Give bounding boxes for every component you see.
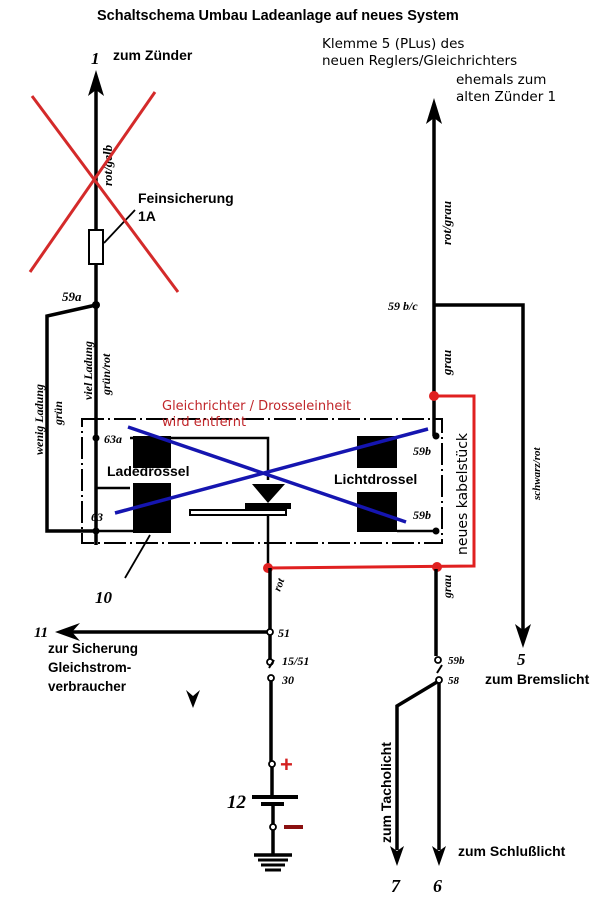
new-cable-junction-top xyxy=(429,391,439,401)
zum-zuender-label: zum Zünder xyxy=(113,47,193,63)
arrow-up-icon xyxy=(88,70,104,96)
regulator-note-line3: ehemals zum xyxy=(456,72,546,88)
battery-plus-terminal xyxy=(268,760,276,768)
terminal-59b-top-label: 59b xyxy=(413,444,431,458)
battery-plus-sign: + xyxy=(280,752,293,777)
tacholicht-label: zum Tacholicht xyxy=(378,742,394,843)
wire-color-grau-lower: grau xyxy=(440,574,454,599)
terminal-58-label: 58 xyxy=(448,675,460,687)
terminal-11-number: 11 xyxy=(34,625,48,641)
viel-ladung-label: viel Ladung xyxy=(81,341,95,400)
rectifier-unit-outline xyxy=(81,418,443,544)
arrow-up-icon xyxy=(426,98,442,124)
wire-choke-to-diode xyxy=(130,436,270,480)
light-choke-upper xyxy=(357,436,397,468)
terminal-59b-lower-dot xyxy=(434,656,442,664)
diode-plate xyxy=(245,503,291,509)
junction-59bc-label: 59 b/c xyxy=(388,299,418,313)
bremslicht-label: zum Bremslicht xyxy=(485,671,590,687)
battery-minus-terminal xyxy=(269,823,277,831)
part-10-number: 10 xyxy=(95,588,113,607)
terminal-30-label: 30 xyxy=(281,673,294,687)
new-cable-wire xyxy=(267,394,476,570)
fuse-leader-line xyxy=(103,209,136,244)
wire-color-grau-upper: grau xyxy=(439,350,454,376)
diagram-title: Schaltschema Umbau Ladeanlage auf neues … xyxy=(97,8,459,24)
blue-cross-stroke-2 xyxy=(114,427,429,515)
wire-to-speedo-light xyxy=(395,680,438,850)
terminal-1-number: 1 xyxy=(91,49,100,68)
wire-color-rot: rot xyxy=(272,576,288,593)
terminal-7-number: 7 xyxy=(391,876,401,896)
rectifier-unit xyxy=(81,418,443,579)
terminal-6-number: 6 xyxy=(433,876,442,896)
branch-label-line1: zur Sicherung xyxy=(48,641,138,656)
removal-note-line2: wird entfernt xyxy=(162,415,246,430)
terminal-63a-label: 63a xyxy=(104,432,122,446)
battery-label: 12 xyxy=(227,792,247,813)
wire-schwarz-rot xyxy=(434,303,525,630)
wenig-ladung-label: wenig Ladung xyxy=(32,384,46,455)
fuse-label: Feinsicherung xyxy=(138,190,234,206)
wire-little-charge xyxy=(45,303,97,533)
regulator-note-line1: Klemme 5 (PLus) des xyxy=(322,36,464,52)
heat-sink-bar xyxy=(189,509,287,516)
branch-label-line2: Gleichstrom- xyxy=(48,660,131,675)
diode-symbol xyxy=(252,484,285,503)
lichtdrossel-label: Lichtdrossel xyxy=(334,471,417,487)
terminal-51-dot xyxy=(266,628,274,636)
part-10-leader xyxy=(124,534,151,579)
branch-label-line3: verbraucher xyxy=(48,679,127,694)
regulator-note-line2: neuen Reglers/Gleichrichters xyxy=(322,53,517,69)
wenig-ladung-color: grün xyxy=(51,401,65,426)
fuse-symbol xyxy=(88,229,104,265)
red-cross-stroke-2 xyxy=(28,91,157,273)
wire-color-rot-grau: rot/grau xyxy=(439,201,454,245)
fuse-rating: 1A xyxy=(138,208,156,224)
battery-minus-sign xyxy=(284,825,303,829)
arrow-down-icon xyxy=(186,690,200,708)
removal-note-line1: Gleichrichter / Drosseleinheit xyxy=(162,399,351,414)
arrow-down-icon xyxy=(390,846,404,866)
viel-ladung-color: grün/rot xyxy=(99,353,113,396)
junction-59a-label: 59a xyxy=(62,289,82,304)
arrow-down-icon xyxy=(432,846,446,866)
red-cross-stroke-1 xyxy=(30,95,180,293)
terminal-5-number: 5 xyxy=(517,650,526,669)
blue-cross-stroke-1 xyxy=(127,425,407,524)
regulator-note-line4: alten Zünder 1 xyxy=(456,89,556,105)
ladedrossel-label: Ladedrossel xyxy=(107,463,189,479)
terminal-30-dot xyxy=(267,674,275,682)
terminal-51-label: 51 xyxy=(278,626,290,640)
wire-63a-inner xyxy=(94,438,130,490)
terminal-63-label: 63 xyxy=(91,510,103,524)
terminal-15-51-label: 15/51 xyxy=(282,654,309,668)
arrow-left-icon xyxy=(55,623,80,641)
switch-contact xyxy=(268,659,275,669)
arrow-down-icon xyxy=(515,624,531,648)
light-switch-contact xyxy=(436,664,443,674)
ground-symbol xyxy=(254,853,292,872)
new-cable-label: neues kabelstück xyxy=(455,432,471,555)
terminal-59b-lower-label: 59b xyxy=(448,655,465,667)
terminal-59b-bottom-label: 59b xyxy=(413,508,431,522)
wire-color-schwarz-rot: schwarz/rot xyxy=(531,446,543,501)
schlusslicht-label: zum Schlußlicht xyxy=(458,843,566,859)
